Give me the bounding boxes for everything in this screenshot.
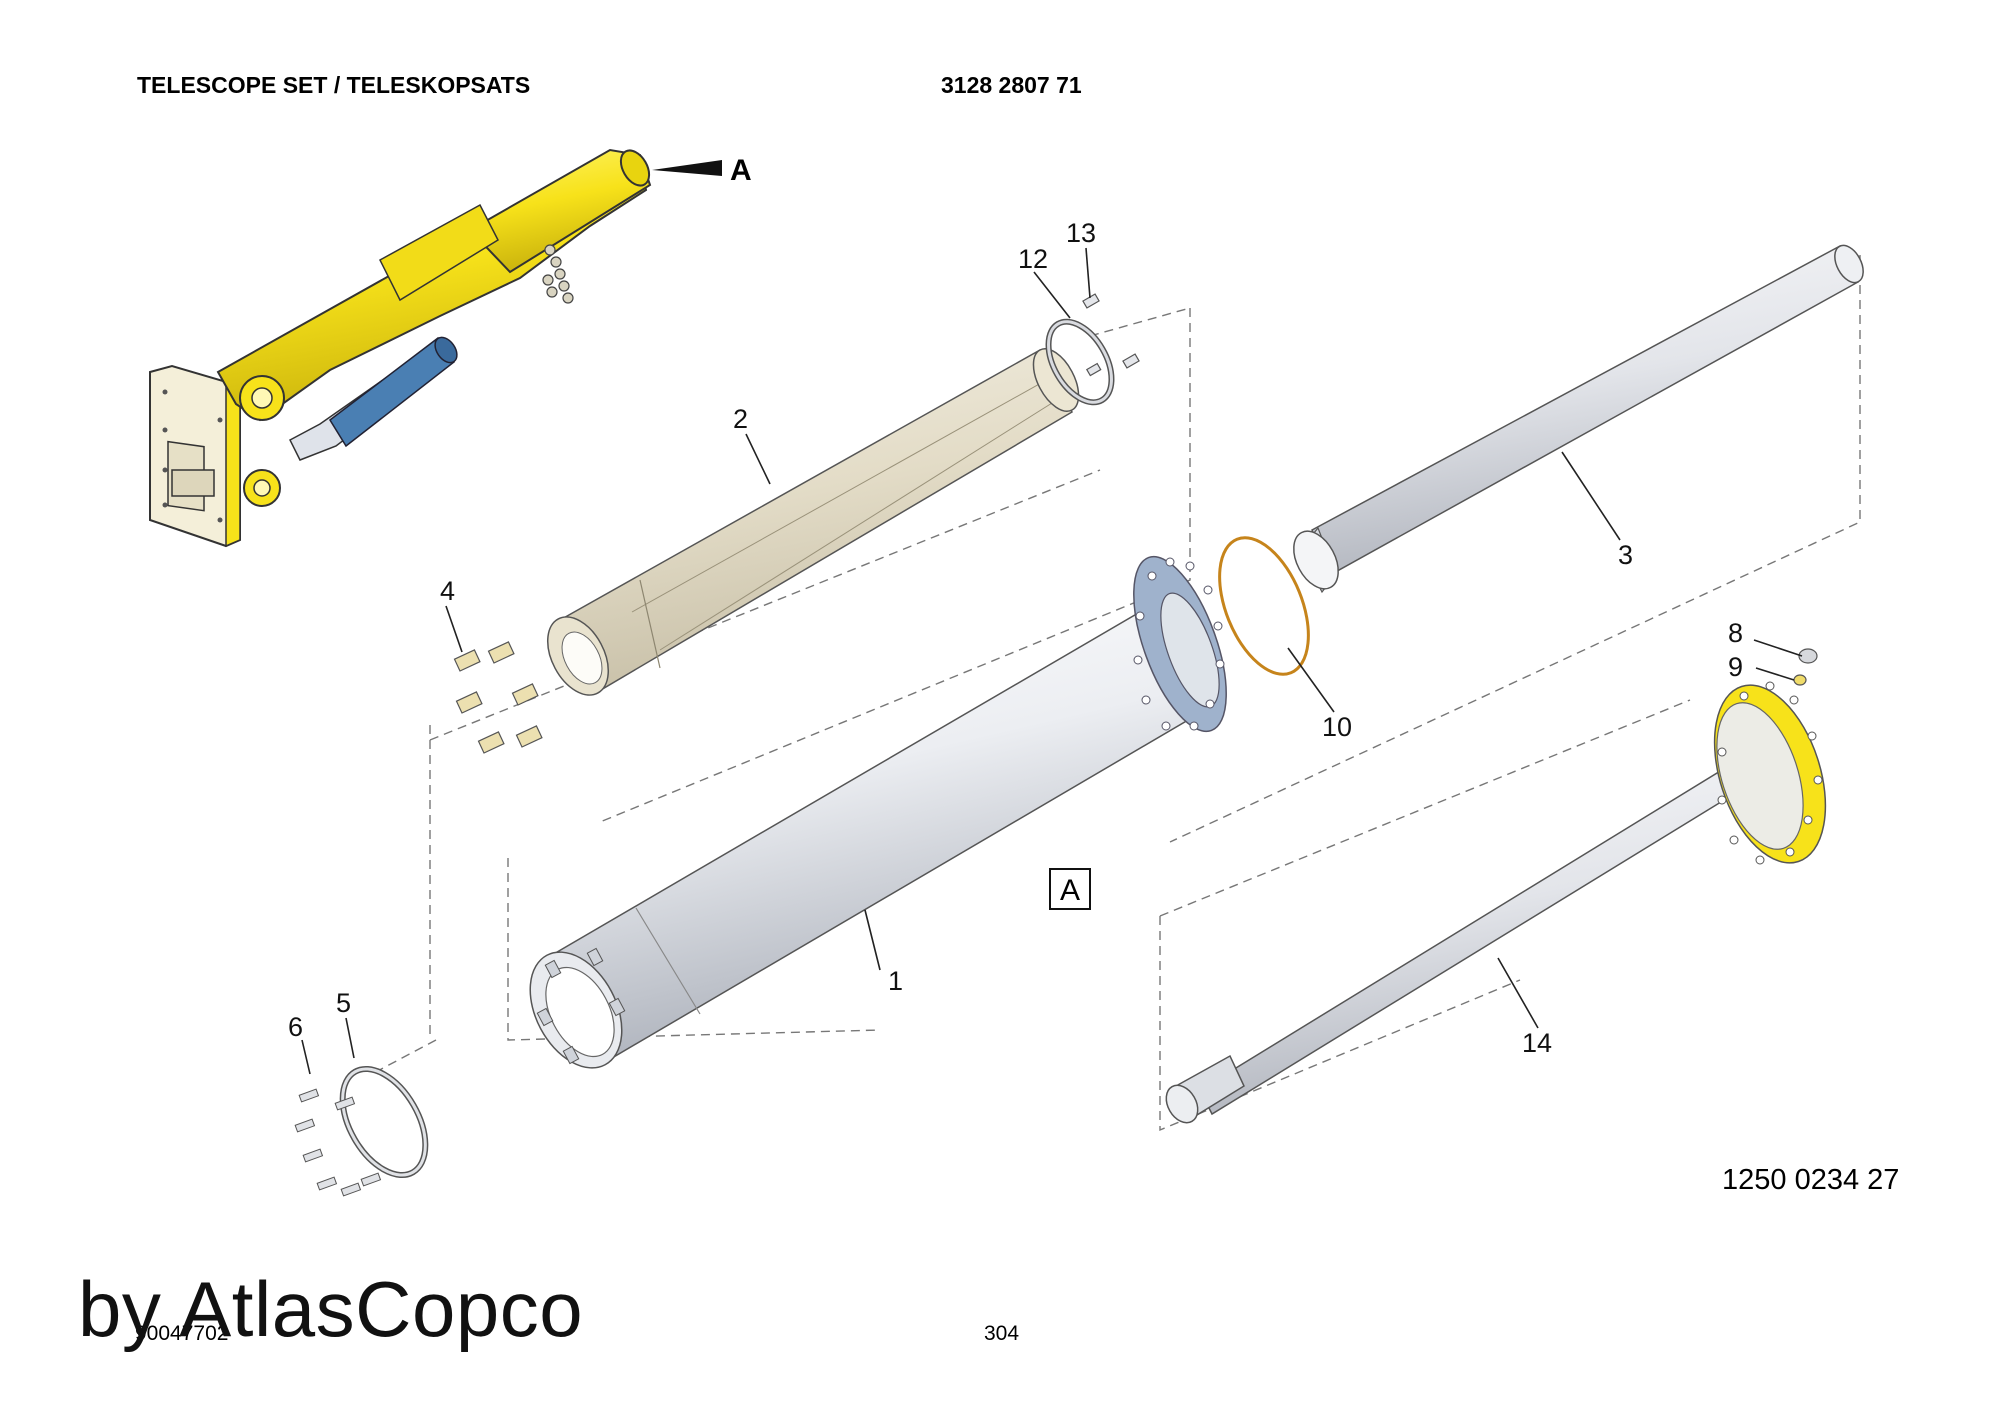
document-number: 90047702: [135, 1322, 229, 1345]
callout-5: 5: [336, 988, 351, 1018]
callout-2: 2: [733, 404, 748, 434]
callout-10: 10: [1322, 712, 1352, 742]
leader-lines: [301, 247, 1803, 1075]
view-box-label: A: [1060, 874, 1080, 907]
callout-13: 13: [1066, 218, 1096, 248]
part-13-screws: [1082, 293, 1140, 377]
part-6-screws: [294, 1088, 382, 1197]
view-arrow-label: A: [730, 154, 752, 187]
part-number: 3128 2807 71: [941, 72, 1082, 98]
part-4-slide-blocks: [453, 641, 543, 754]
callout-3: 3: [1618, 540, 1633, 570]
callout-4: 4: [440, 576, 455, 606]
page-title: TELESCOPE SET / TELESKOPSATS: [137, 72, 531, 98]
part-1-main-tube: [529, 555, 1227, 1069]
boom-overview-illustration: A: [149, 148, 752, 548]
callout-14: 14: [1522, 1028, 1552, 1058]
callout-8: 8: [1728, 618, 1743, 648]
brand-watermark: by AtlasCopco: [78, 1265, 584, 1353]
callout-6: 6: [288, 1012, 303, 1042]
assembly-guide-lines: [369, 255, 1861, 1132]
part-3-rod: [1293, 244, 1864, 594]
part-14-rod-assembly: [1165, 681, 1827, 1124]
part-9-seal-washer: [1793, 674, 1807, 686]
callout-1: 1: [888, 966, 903, 996]
callout-labels: 1 2 3 4 5 6 8 9 10 12 13 14: [288, 218, 1743, 1058]
callout-9: 9: [1728, 652, 1743, 682]
part-12-ring: [1045, 318, 1115, 406]
callout-12: 12: [1018, 244, 1048, 274]
part-10-o-ring: [1218, 536, 1310, 676]
view-a-box: A: [1049, 868, 1091, 910]
page-number: 304: [984, 1322, 1020, 1345]
part-2-profile-tube: [546, 348, 1080, 696]
part-8-plug: [1798, 648, 1818, 664]
part-5-ring: [339, 1065, 429, 1179]
drawing-number: 1250 0234 27: [1722, 1164, 1900, 1196]
